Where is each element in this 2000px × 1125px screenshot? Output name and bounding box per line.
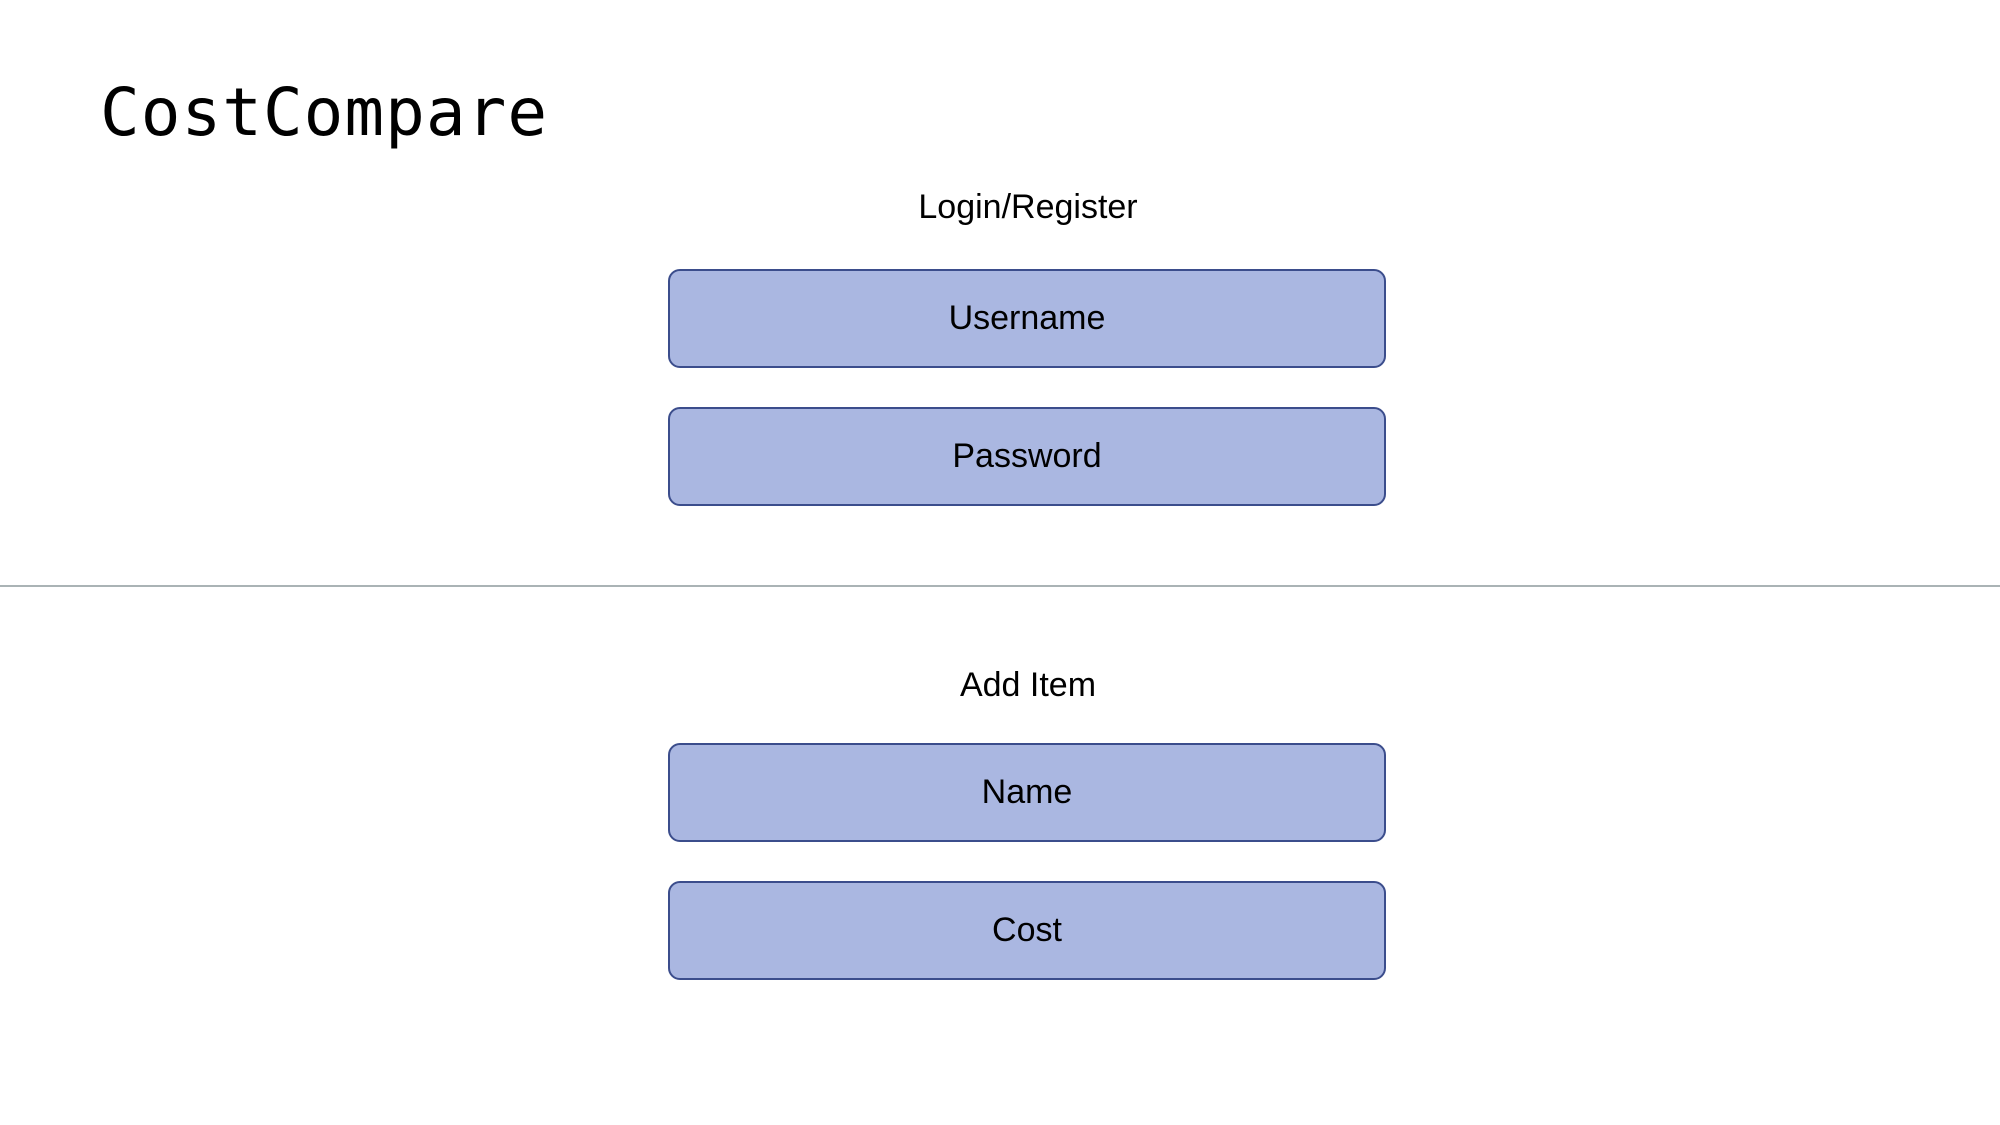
login-register-heading: Login/Register <box>918 188 1138 226</box>
username-field[interactable]: Username <box>668 269 1386 368</box>
app-title: CostCompare <box>100 74 549 151</box>
password-field[interactable]: Password <box>668 407 1386 506</box>
item-name-field[interactable]: Name <box>668 743 1386 842</box>
section-divider <box>0 585 2000 587</box>
add-item-heading: Add Item <box>959 666 1097 704</box>
item-cost-field[interactable]: Cost <box>668 881 1386 980</box>
